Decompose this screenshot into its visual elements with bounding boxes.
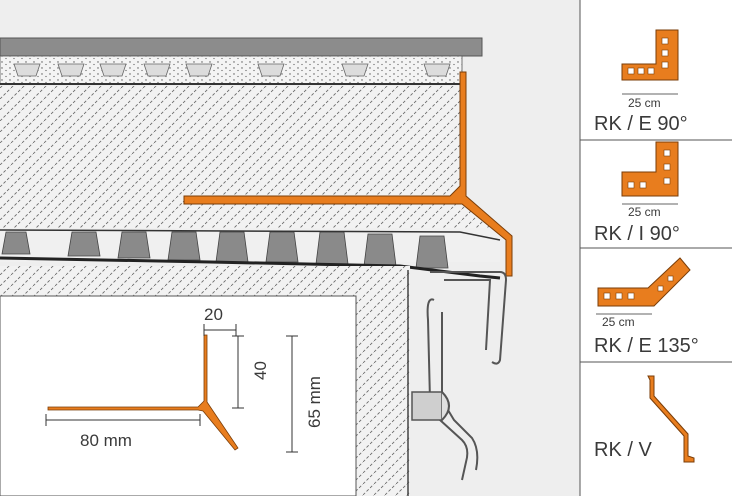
dimension-label-65mm: 65 mm bbox=[305, 376, 324, 428]
legend-code: RK / V bbox=[594, 439, 652, 461]
profile-cross-section bbox=[47, 334, 239, 451]
legend-code: RK / I 90° bbox=[594, 223, 680, 245]
dimension-label-80mm: 80 mm bbox=[80, 431, 132, 450]
connector-profile-icon bbox=[647, 375, 695, 463]
dimension-label-40: 40 bbox=[251, 361, 270, 380]
legend-item-rk-e-90: 25 cm RK / E 90° bbox=[594, 29, 688, 135]
drip-profile bbox=[183, 71, 513, 277]
legend-item-rk-e-135: 25 cm RK / E 135° bbox=[594, 257, 699, 357]
dimension-panel bbox=[0, 295, 357, 496]
screed-layer bbox=[0, 86, 460, 228]
legend-code: RK / E 135° bbox=[594, 335, 699, 357]
legend-dividers bbox=[579, 0, 732, 496]
upper-tile-spacers bbox=[13, 63, 451, 77]
dimension-label-20: 20 bbox=[204, 305, 223, 324]
drainage-upper-sheet bbox=[0, 229, 501, 241]
legend-size: 25 cm bbox=[628, 96, 661, 110]
dimension-lines bbox=[45, 324, 298, 453]
gutter-bracket bbox=[411, 271, 508, 481]
legend-code: RK / E 90° bbox=[594, 113, 688, 135]
legend-item-rk-v: RK / V bbox=[594, 375, 695, 463]
legend-item-rk-i-90: 25 cm RK / I 90° bbox=[594, 141, 680, 245]
drainage-studs bbox=[1, 231, 449, 269]
top-slab bbox=[0, 37, 483, 57]
legend-size: 25 cm bbox=[628, 205, 661, 219]
legend-size: 25 cm bbox=[602, 315, 635, 329]
